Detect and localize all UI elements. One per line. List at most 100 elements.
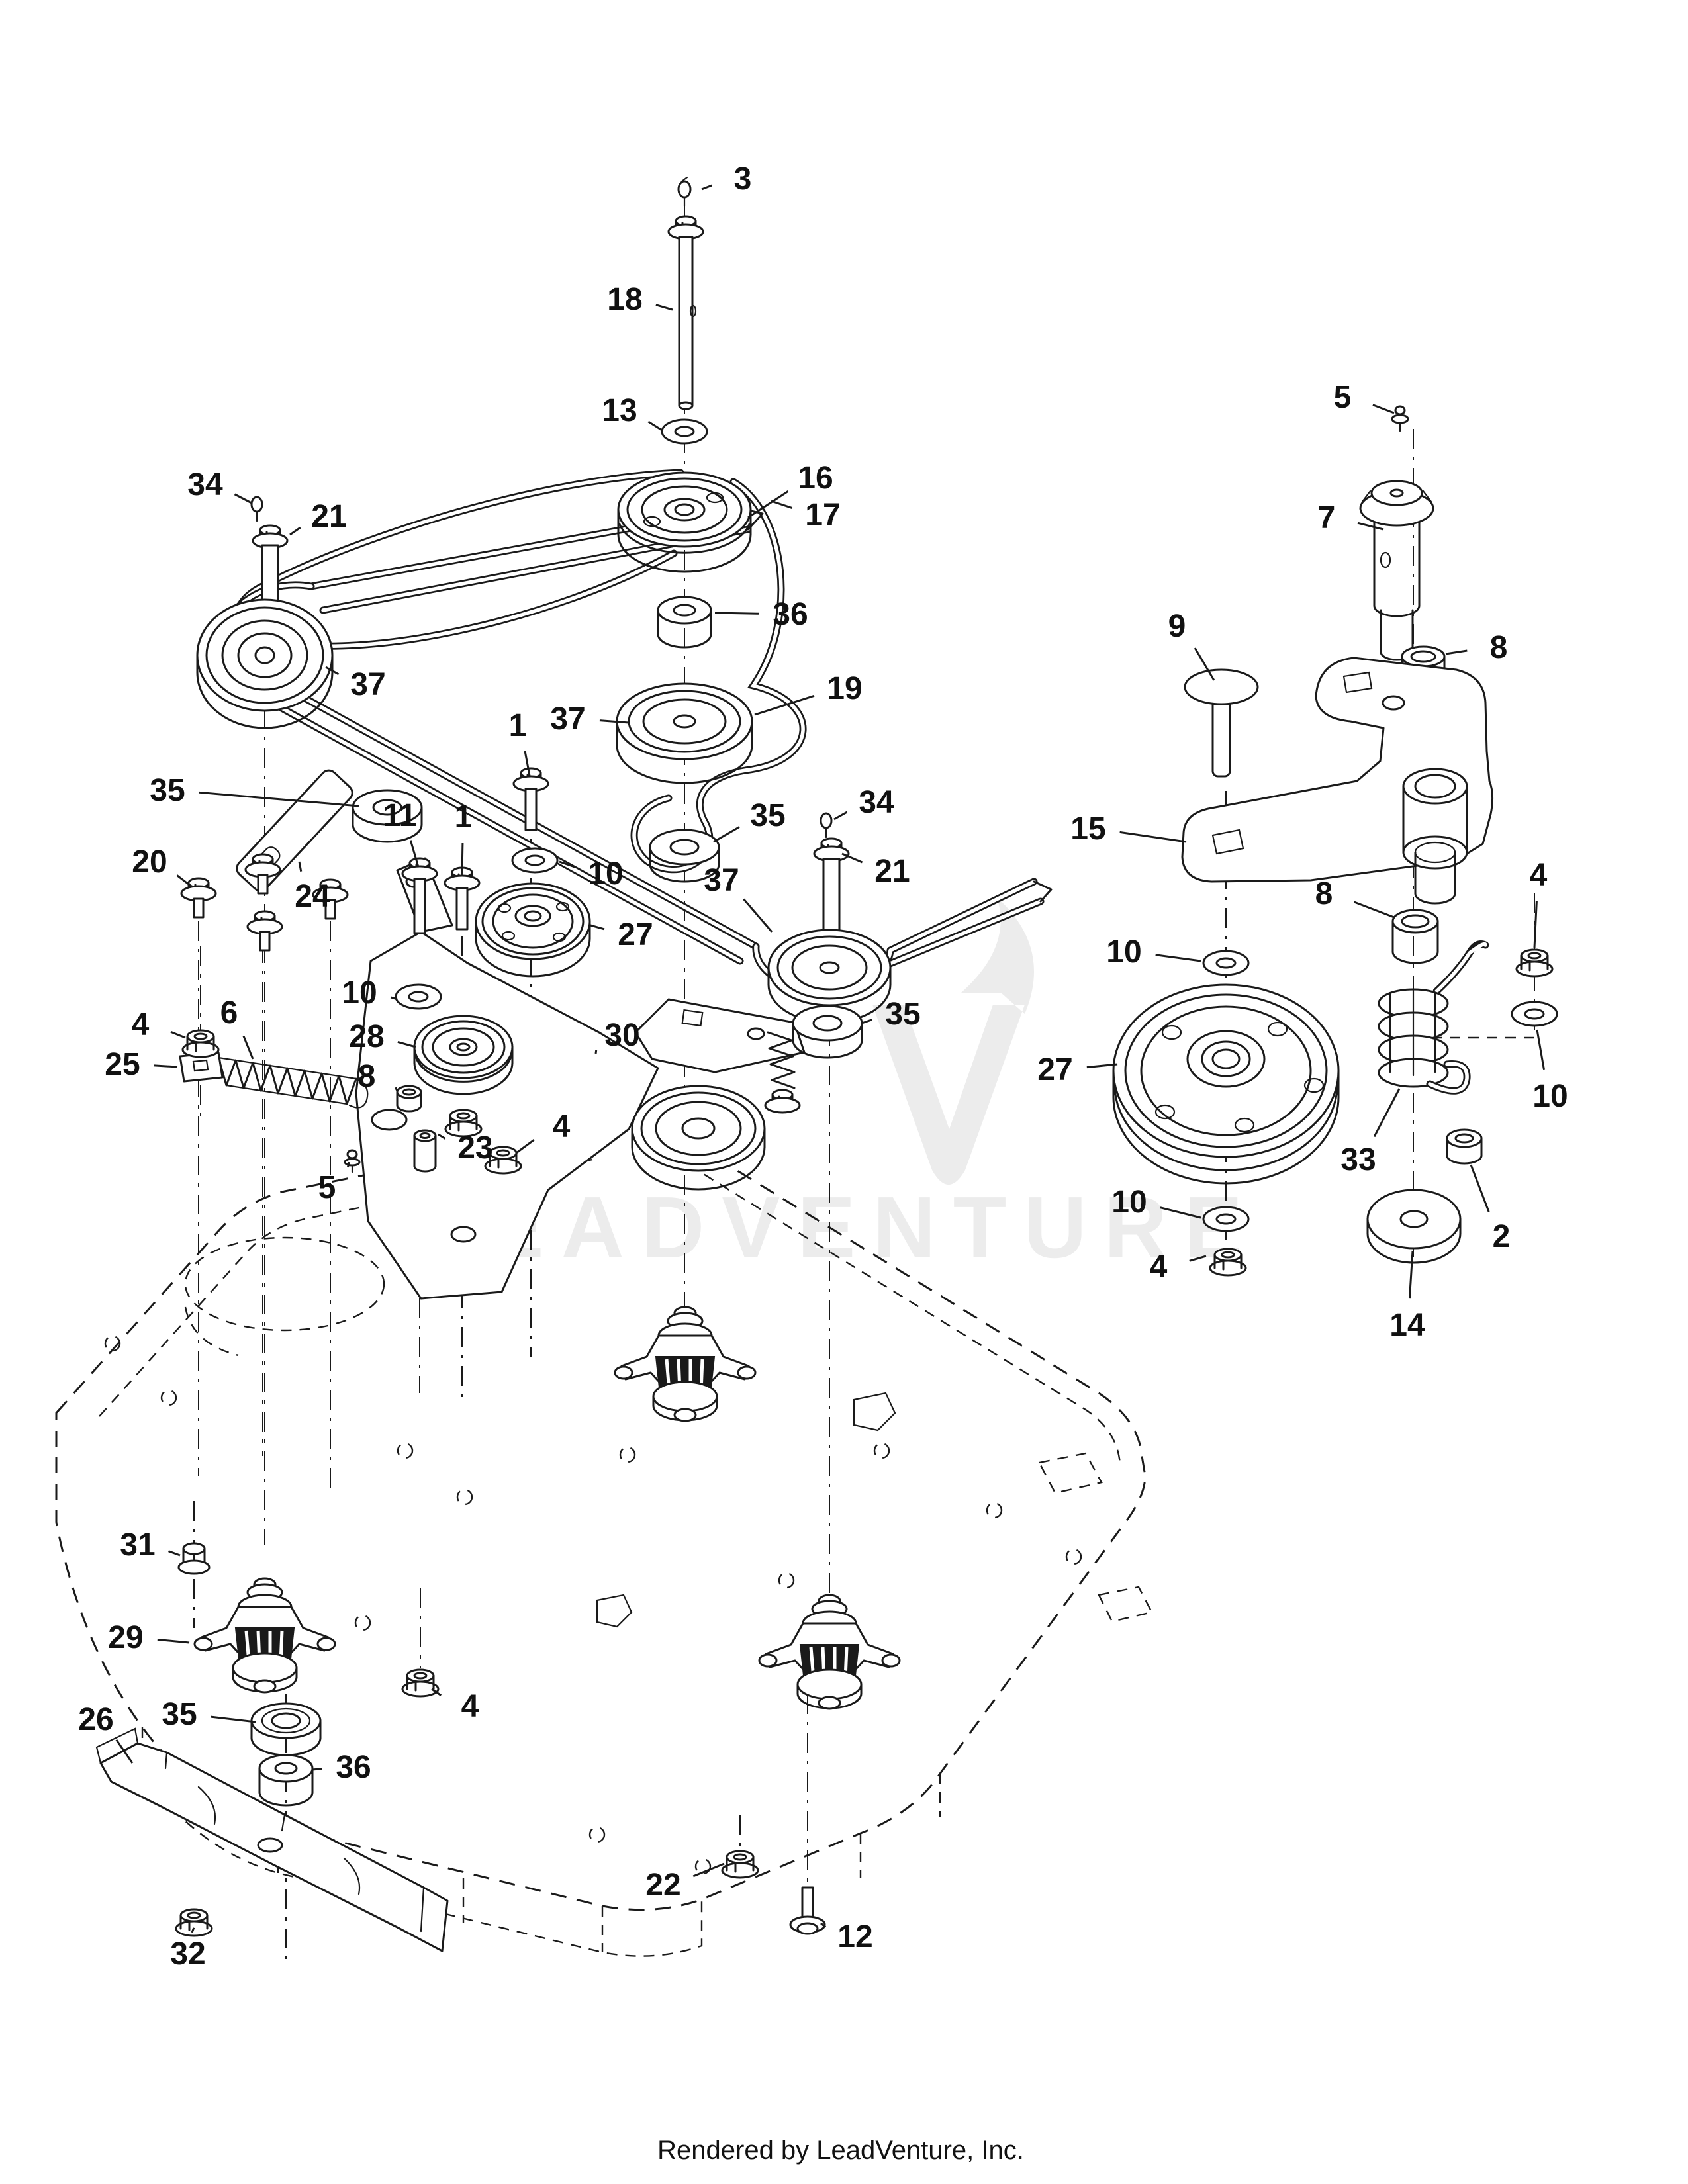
callout-leader-12-57 bbox=[820, 1922, 827, 1928]
callout-leader-32-55 bbox=[191, 1927, 195, 1933]
callout-label-18-1: 18 bbox=[607, 282, 642, 317]
torsion-spring-33 bbox=[1378, 940, 1489, 1095]
callout-label-4-47: 4 bbox=[1530, 858, 1548, 893]
idler-arm-15 bbox=[1181, 657, 1494, 905]
callout-label-37-32: 37 bbox=[704, 863, 739, 898]
leadventure-v-flame-icon bbox=[872, 897, 1034, 1185]
spacer-36-bottom bbox=[258, 1754, 314, 1807]
belt-guide-brackets bbox=[596, 1392, 896, 1628]
bearing-35-bottom bbox=[250, 1702, 322, 1756]
callout-leader-4-45 bbox=[1189, 1255, 1207, 1262]
washer-10-a bbox=[511, 847, 559, 874]
callout-leader-37-7 bbox=[599, 719, 630, 724]
bolt-20 bbox=[180, 877, 217, 919]
callout-leader-33-42 bbox=[1373, 1088, 1401, 1138]
callout-label-34-30: 34 bbox=[859, 785, 894, 820]
bolt-1-second bbox=[444, 866, 481, 931]
bushing-8-a bbox=[396, 1085, 422, 1113]
callout-label-10-18: 10 bbox=[588, 856, 623, 891]
screw-34-right bbox=[820, 812, 833, 839]
callout-leader-27-41 bbox=[1086, 1063, 1118, 1069]
callout-label-11-15: 11 bbox=[383, 798, 417, 833]
callout-leader-7-35 bbox=[1357, 522, 1384, 531]
grease-fitting-5-right bbox=[1391, 405, 1409, 432]
callout-leader-1-16 bbox=[524, 751, 531, 776]
callout-label-27-41: 27 bbox=[1037, 1052, 1072, 1087]
callout-label-23-29: 23 bbox=[457, 1130, 492, 1165]
callout-label-35-8: 35 bbox=[750, 798, 785, 833]
callout-label-35-12: 35 bbox=[150, 773, 185, 808]
callout-label-21-31: 21 bbox=[874, 854, 910, 889]
callout-label-8-37: 8 bbox=[1490, 630, 1508, 665]
pulley-27-left bbox=[475, 882, 591, 978]
nut-4-d bbox=[1209, 1248, 1247, 1277]
callout-leader-9-36 bbox=[1194, 647, 1215, 681]
bolt-18 bbox=[667, 215, 704, 410]
callout-leader-25-27 bbox=[154, 1064, 178, 1068]
callout-label-5-28: 5 bbox=[318, 1170, 336, 1205]
callout-leader-37-32 bbox=[743, 898, 773, 933]
pulley-37-left bbox=[196, 598, 334, 729]
grease-fitting-5-left bbox=[344, 1149, 361, 1173]
callout-leader-5-34 bbox=[1372, 404, 1395, 414]
callout-leader-13-2 bbox=[647, 420, 663, 432]
callout-leader-4-24 bbox=[516, 1139, 535, 1154]
bushing-8-lower bbox=[1391, 909, 1439, 964]
callout-leader-31-49 bbox=[168, 1550, 181, 1557]
deck-holes bbox=[104, 1335, 1082, 1875]
callout-label-10-40: 10 bbox=[1106, 934, 1141, 970]
pulley-27-right bbox=[1112, 983, 1340, 1185]
callout-leader-35-33 bbox=[861, 1019, 872, 1024]
callout-leader-5-28 bbox=[347, 1161, 350, 1168]
spindle-shaft-7 bbox=[1359, 480, 1434, 661]
bolt-3 bbox=[677, 176, 692, 208]
callout-leader-24-13 bbox=[298, 861, 303, 872]
washer-10-c bbox=[1202, 950, 1250, 976]
callout-label-33-42: 33 bbox=[1340, 1142, 1376, 1177]
callout-label-37-11: 37 bbox=[350, 667, 385, 702]
callout-leader-3-0 bbox=[701, 184, 713, 191]
callout-leader-21-10 bbox=[289, 526, 301, 536]
deck-bolts-left bbox=[180, 853, 349, 952]
callout-label-12-57: 12 bbox=[837, 1919, 872, 1954]
callout-leader-34-9 bbox=[234, 493, 252, 504]
callout-label-16-3: 16 bbox=[798, 461, 833, 496]
nut-4-right bbox=[1515, 948, 1554, 978]
callout-label-15-38: 15 bbox=[1070, 811, 1105, 846]
callout-label-21-10: 21 bbox=[311, 499, 346, 534]
callout-leader-37-11 bbox=[325, 666, 340, 676]
spindle-assembly-center bbox=[615, 1307, 755, 1421]
callout-label-5-34: 5 bbox=[1334, 380, 1352, 415]
callout-label-25-27: 25 bbox=[105, 1047, 140, 1082]
callout-leader-11-15 bbox=[409, 840, 420, 868]
callout-leader-27-19 bbox=[590, 924, 605, 931]
nut-22 bbox=[721, 1850, 759, 1879]
pulley-37-right bbox=[767, 929, 892, 1024]
pulley-19 bbox=[616, 682, 753, 784]
callout-label-28-21: 28 bbox=[349, 1019, 384, 1054]
callout-label-13-2: 13 bbox=[602, 393, 637, 428]
callout-leader-22-56 bbox=[692, 1862, 725, 1878]
blade-26 bbox=[95, 1727, 449, 1952]
bolt-1-first bbox=[512, 767, 549, 831]
callout-label-8-39: 8 bbox=[1315, 876, 1333, 911]
callout-leader-1-17 bbox=[461, 842, 464, 876]
callout-label-36-5: 36 bbox=[773, 597, 808, 632]
callout-label-4-26: 4 bbox=[132, 1007, 150, 1042]
nut-4-e bbox=[401, 1668, 440, 1698]
callout-leader-19-6 bbox=[754, 694, 815, 716]
callout-leader-34-30 bbox=[833, 811, 848, 821]
callout-leader-8-37 bbox=[1445, 649, 1468, 655]
bolt-11 bbox=[401, 857, 438, 934]
callout-leader-4-47 bbox=[1533, 901, 1538, 948]
callout-label-22-56: 22 bbox=[645, 1868, 680, 1903]
callout-label-4-24: 4 bbox=[553, 1109, 571, 1144]
callout-leader-4-26 bbox=[170, 1030, 186, 1039]
callout-label-34-9: 34 bbox=[187, 467, 223, 502]
callout-leader-35-12 bbox=[199, 791, 359, 807]
callout-label-26-52: 26 bbox=[78, 1702, 113, 1737]
callout-label-2-43: 2 bbox=[1493, 1219, 1511, 1254]
callout-label-24-13: 24 bbox=[295, 879, 330, 914]
